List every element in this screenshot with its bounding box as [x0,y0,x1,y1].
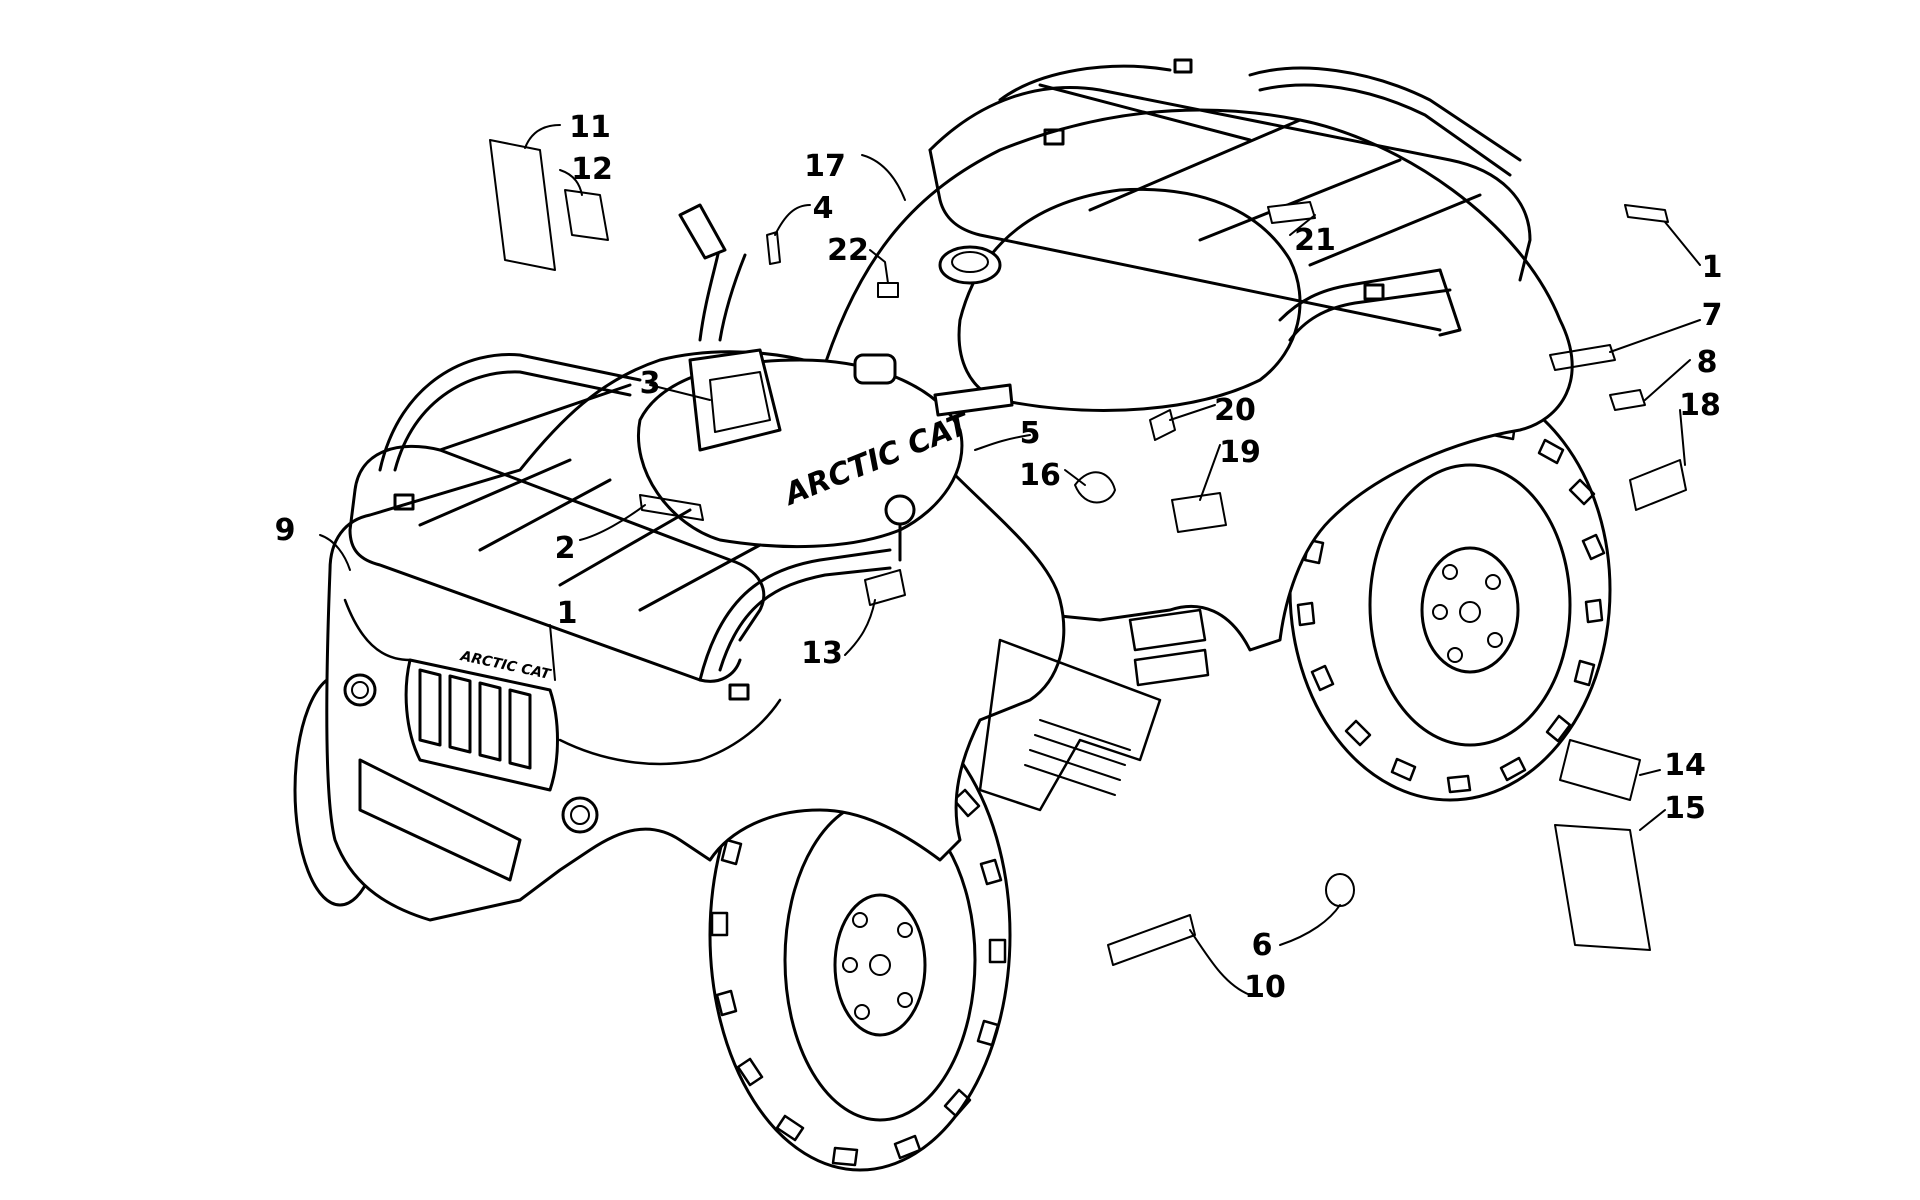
decal-parts [489,139,1687,966]
decal-4 [766,231,781,265]
decal-14 [1559,739,1641,801]
decal-8 [1609,389,1646,411]
callout-6: 6 [1252,928,1273,963]
callout-7: 7 [1702,298,1723,333]
decal-2 [639,494,704,521]
callout-16: 16 [1019,458,1061,493]
decal-19 [1171,492,1227,533]
decal-11 [489,139,556,271]
callout-22: 22 [827,233,869,268]
callout-5: 5 [1020,416,1041,451]
callout-2: 2 [555,531,576,566]
decal-21 [1267,201,1316,224]
callout-10: 10 [1244,970,1286,1005]
decal-13 [864,569,906,606]
decal-16 [1074,471,1116,504]
front-rack [348,352,892,701]
callout-21: 21 [1294,223,1336,258]
decal-7 [1549,344,1616,371]
callout-4: 4 [813,191,834,226]
callout-1-front: 1 [557,596,578,631]
decal-6 [1325,873,1355,907]
callout-3: 3 [640,366,661,401]
callout-8: 8 [1697,345,1718,380]
callout-19: 19 [1219,435,1261,470]
callout-20: 20 [1214,393,1256,428]
decal-10 [1107,914,1196,966]
decal-22 [877,282,899,298]
callout-17: 17 [804,149,846,184]
callout-14: 14 [1664,748,1706,783]
callout-15: 15 [1664,791,1706,826]
callout-13: 13 [801,636,843,671]
decal-15 [1554,824,1651,951]
callout-9: 9 [275,513,296,548]
callout-numbers: 11 12 17 4 22 21 1 7 8 18 20 19 3 5 16 2… [275,110,1723,1005]
decal-12 [564,189,609,241]
atv-body: ARCTIC CAT ARCTIC CAT [325,108,1574,922]
leader-lines [319,124,1701,996]
decal-20 [1149,409,1176,441]
callout-11: 11 [569,110,611,145]
rear-rack [928,58,1532,342]
decal-18 [1629,459,1687,511]
callout-12: 12 [571,152,613,187]
decal-1-rear [1624,204,1669,223]
callout-18: 18 [1679,388,1721,423]
callout-1-rear: 1 [1702,250,1723,285]
